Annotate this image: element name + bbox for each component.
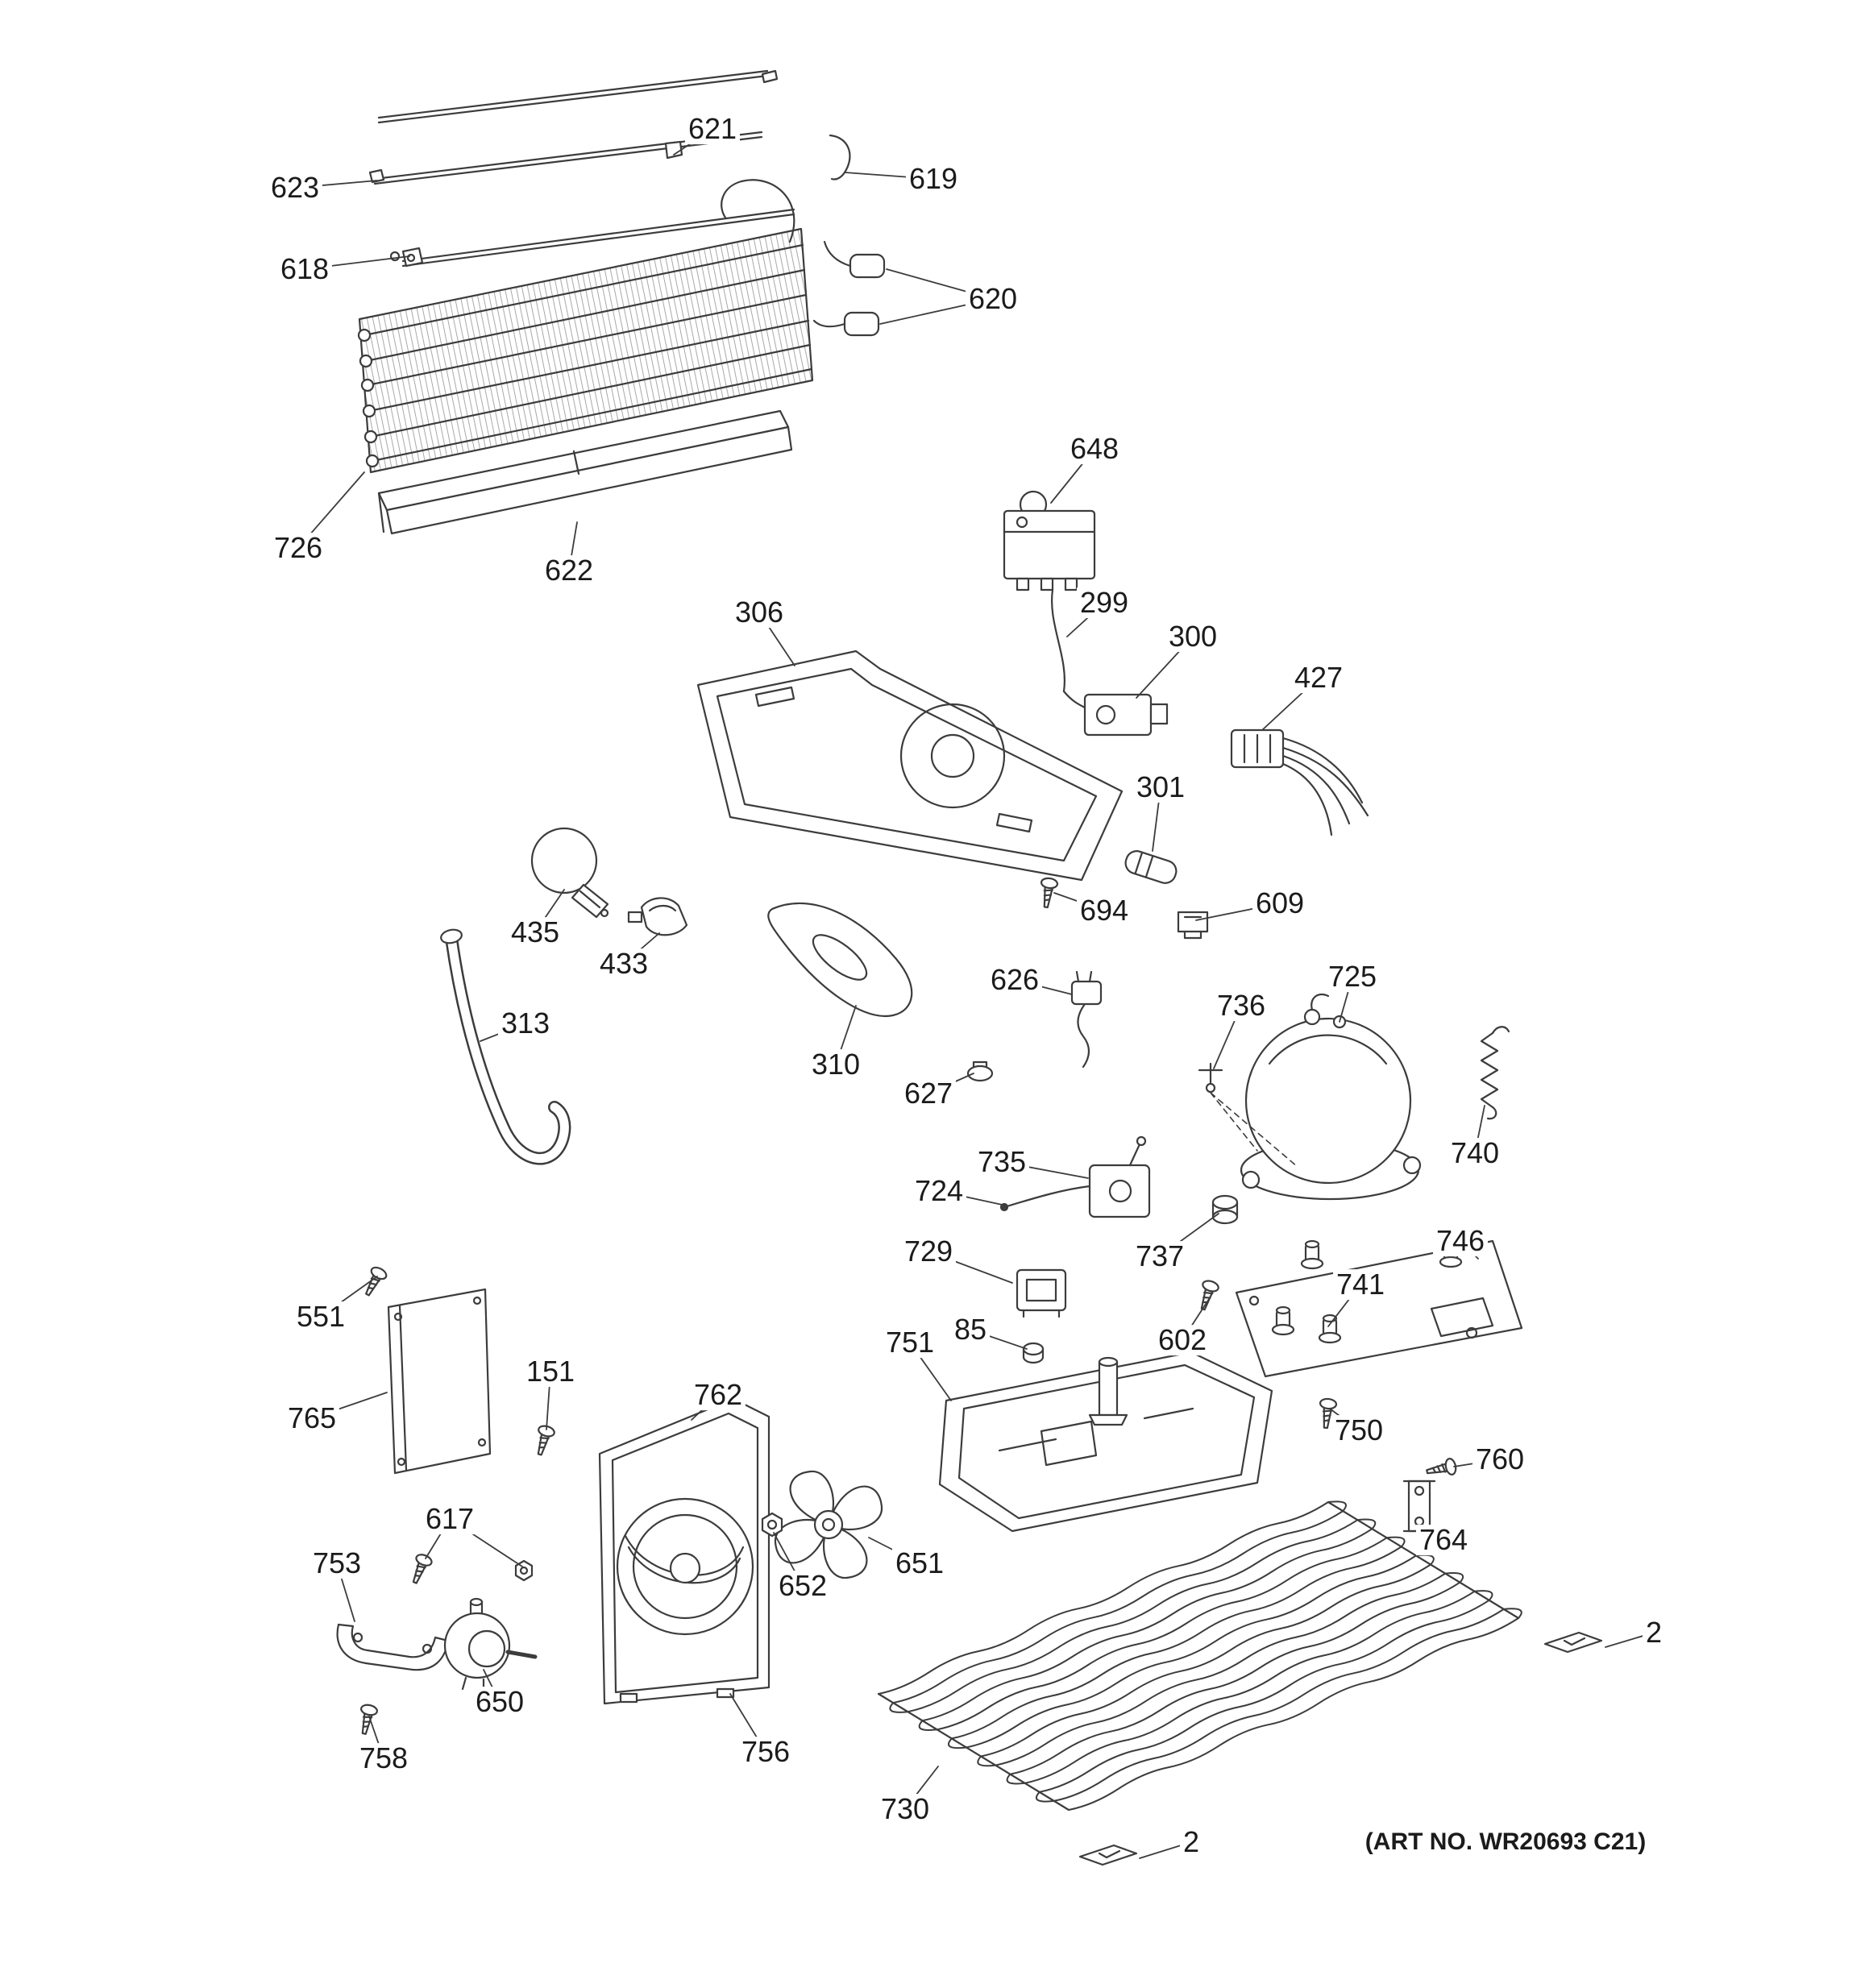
part-label: 301 — [1132, 772, 1189, 803]
part-label: 299 — [1076, 587, 1132, 618]
part-label: 751 — [882, 1327, 938, 1358]
thermostat-capillaries — [812, 240, 886, 337]
part-label: 618 — [276, 254, 333, 284]
part-label: 741 — [1332, 1269, 1389, 1300]
part-label: 433 — [596, 948, 652, 979]
condenser-coil — [877, 1500, 1522, 1812]
temperature-control — [1083, 693, 1169, 737]
grommet-627 — [966, 1060, 994, 1082]
bracket-310 — [767, 902, 913, 1018]
part-label: 2 — [1642, 1617, 1666, 1648]
part-label: 151 — [522, 1356, 579, 1387]
part-label: 620 — [965, 284, 1021, 314]
part-label: 2 — [1179, 1827, 1203, 1857]
part-label: 765 — [284, 1403, 340, 1434]
part-label: 648 — [1066, 434, 1123, 464]
part-label: 619 — [905, 164, 962, 194]
part-label: 724 — [911, 1176, 967, 1206]
part-label: 300 — [1165, 621, 1221, 652]
part-label: 626 — [986, 965, 1043, 995]
part-label: 627 — [900, 1078, 957, 1109]
part-label: 551 — [293, 1301, 349, 1332]
overload-729 — [1016, 1268, 1067, 1318]
part-label: 762 — [690, 1380, 746, 1410]
part-label: 758 — [355, 1743, 412, 1774]
spring-740 — [1480, 1026, 1510, 1120]
part-label: 740 — [1447, 1138, 1503, 1168]
defrost-timer — [1003, 490, 1096, 709]
part-label: 753 — [309, 1548, 365, 1579]
part-label: 310 — [808, 1049, 864, 1080]
part-label: 756 — [737, 1737, 794, 1767]
part-label: 737 — [1132, 1241, 1188, 1272]
part-626 — [1070, 970, 1103, 1069]
grommet-85 — [1022, 1342, 1045, 1364]
part-label: 602 — [1154, 1325, 1211, 1355]
start-relay — [1088, 1135, 1151, 1218]
part-label: 85 — [950, 1314, 991, 1345]
part-label: 609 — [1252, 888, 1308, 919]
part-label: 730 — [877, 1794, 933, 1824]
nut-652 — [761, 1512, 783, 1538]
light-bulb — [530, 827, 609, 919]
part-label: 746 — [1432, 1226, 1489, 1256]
part-label: 435 — [507, 917, 563, 948]
lamp-socket — [627, 897, 688, 936]
fan-shroud — [598, 1397, 771, 1705]
part-label: 622 — [541, 555, 597, 586]
part-label: 427 — [1290, 662, 1347, 693]
wire-harness-connector — [1230, 728, 1369, 836]
evaporator-coil — [357, 179, 814, 474]
partition-panel — [387, 1288, 492, 1475]
drain-tube — [440, 928, 571, 1165]
part-label: 617 — [422, 1504, 478, 1534]
part-609 — [1177, 911, 1209, 940]
part-label: 764 — [1415, 1525, 1472, 1555]
compressor-mounting-plate — [1235, 1238, 1523, 1378]
evaporator-cover — [696, 650, 1124, 882]
part-label: 725 — [1324, 961, 1381, 992]
part-label: 650 — [471, 1687, 528, 1717]
part-301 — [1124, 850, 1178, 884]
part-label: 735 — [974, 1147, 1030, 1177]
part-label: 623 — [267, 172, 323, 203]
fan-motor — [443, 1597, 538, 1692]
compressor — [1240, 993, 1422, 1201]
part-label: 652 — [775, 1571, 831, 1601]
part-label: 750 — [1331, 1415, 1387, 1446]
part-label: 313 — [497, 1008, 554, 1039]
clamp-736 — [1198, 1062, 1298, 1168]
timer-wire — [1051, 588, 1065, 693]
part-label: 729 — [900, 1236, 957, 1267]
part-label: 621 — [684, 114, 741, 144]
part-label: 726 — [270, 533, 326, 563]
part-label: 306 — [731, 597, 787, 628]
part-label: 694 — [1076, 895, 1132, 926]
art-number: (ART NO. WR20693 C21) — [1361, 1828, 1650, 1856]
fan-blade — [774, 1470, 883, 1579]
part-label: 651 — [891, 1548, 948, 1579]
drip-tray — [377, 409, 793, 535]
part-label: 760 — [1472, 1444, 1528, 1475]
part-label: 736 — [1213, 990, 1269, 1021]
